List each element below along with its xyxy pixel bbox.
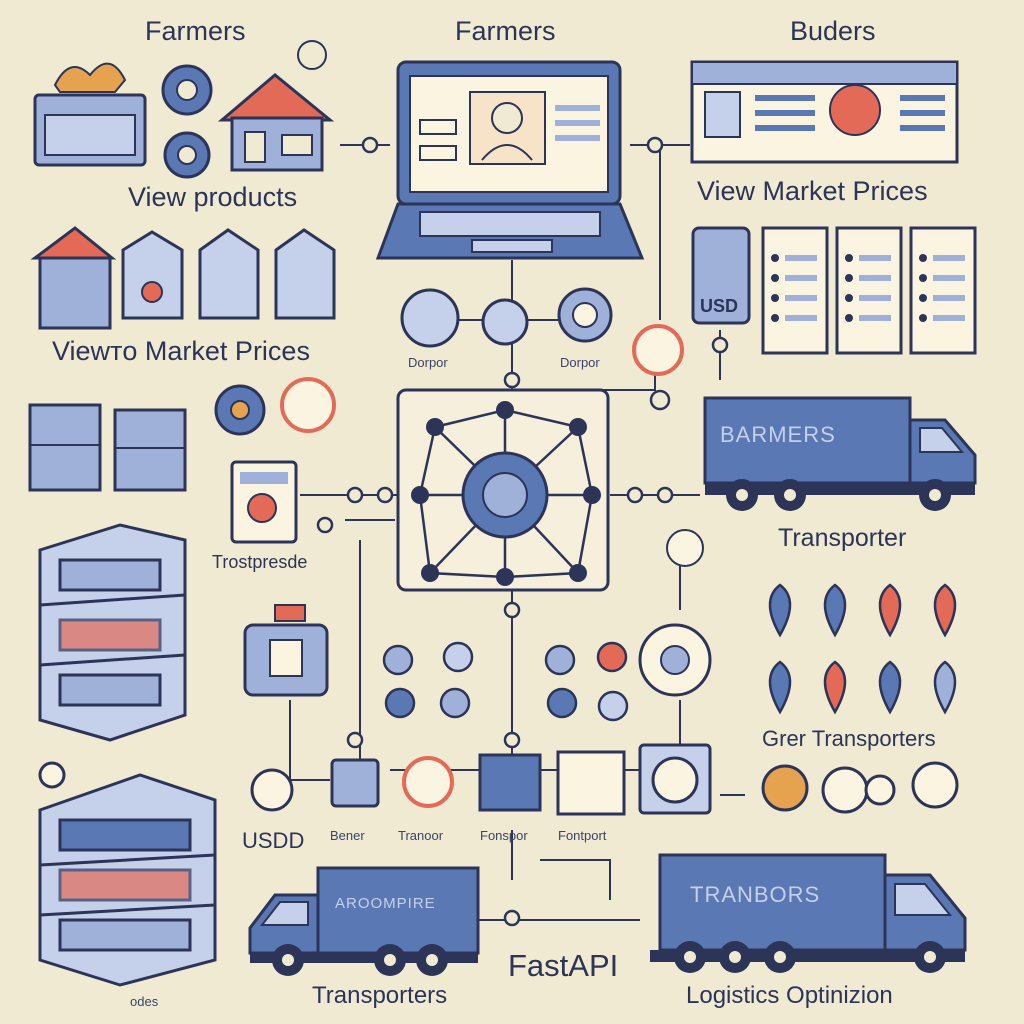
farm-shop-icon [217,40,335,172]
usd-panel-label: USD [700,296,739,316]
bottom-odes-label: odes [130,994,159,1009]
dorpor-label-1: Dorpor [408,355,448,370]
buyer-dashboard-icon [690,60,959,164]
logistics-label: Logistics Optinizion [686,982,893,1009]
fastapi-label: FastAPI [508,948,619,983]
central-network-hub [396,388,610,592]
truck-bottom-left-text: AROOMPIRE [335,895,436,912]
bener-label: Bener [330,828,365,843]
truck-icon-top [703,396,977,511]
bottom-tool-icons [250,743,959,816]
warehouse-shelf-icon-top [38,523,187,742]
terminal-icon [243,604,329,697]
produce-icons-middle [382,641,629,722]
view-market-prices-right-label: View Market Prices [697,176,928,206]
usdd-label: USDD [242,828,305,853]
truck-icon-bottom-left [248,866,480,976]
produce-grid-right [768,583,957,715]
compass-icon [638,529,712,697]
gear-icon [161,64,213,179]
dorpor-label-2: Dorpor [560,355,600,370]
market-stalls-icon [30,226,336,330]
service-circle-icons [400,287,684,376]
fontport-label: Fontport [558,828,607,843]
truck-bottom-right-text: TRANBORS [690,882,821,907]
top-left-title: Farmers [145,16,246,46]
laptop-icon [375,60,645,260]
top-right-title: Buders [790,16,876,46]
tranoor-label: Tranoor [398,828,444,843]
fonspor-label: Fonspor [480,828,528,843]
top-center-title: Farmers [455,16,556,46]
crates-icon [28,377,336,492]
gier-transporters-label: Grer Transporters [762,726,936,751]
produce-card-icon [230,460,298,544]
truck-icon-bottom-right [650,853,967,973]
connector-dots [316,136,729,927]
price-list-panels [691,226,977,355]
view-market-prices-left-label: Viewᴛᴏ Market Prices [52,336,310,366]
frostpresde-label: Trostpresde [212,552,308,572]
farm-products-icon [33,62,147,167]
truck-top-text: BARMERS [720,422,836,447]
transporters-bottom-label: Transporters [312,982,448,1009]
transporter-label: Transporter [778,524,907,552]
warehouse-shelf-icon-bottom [38,761,217,987]
view-products-label: View products [128,182,298,212]
